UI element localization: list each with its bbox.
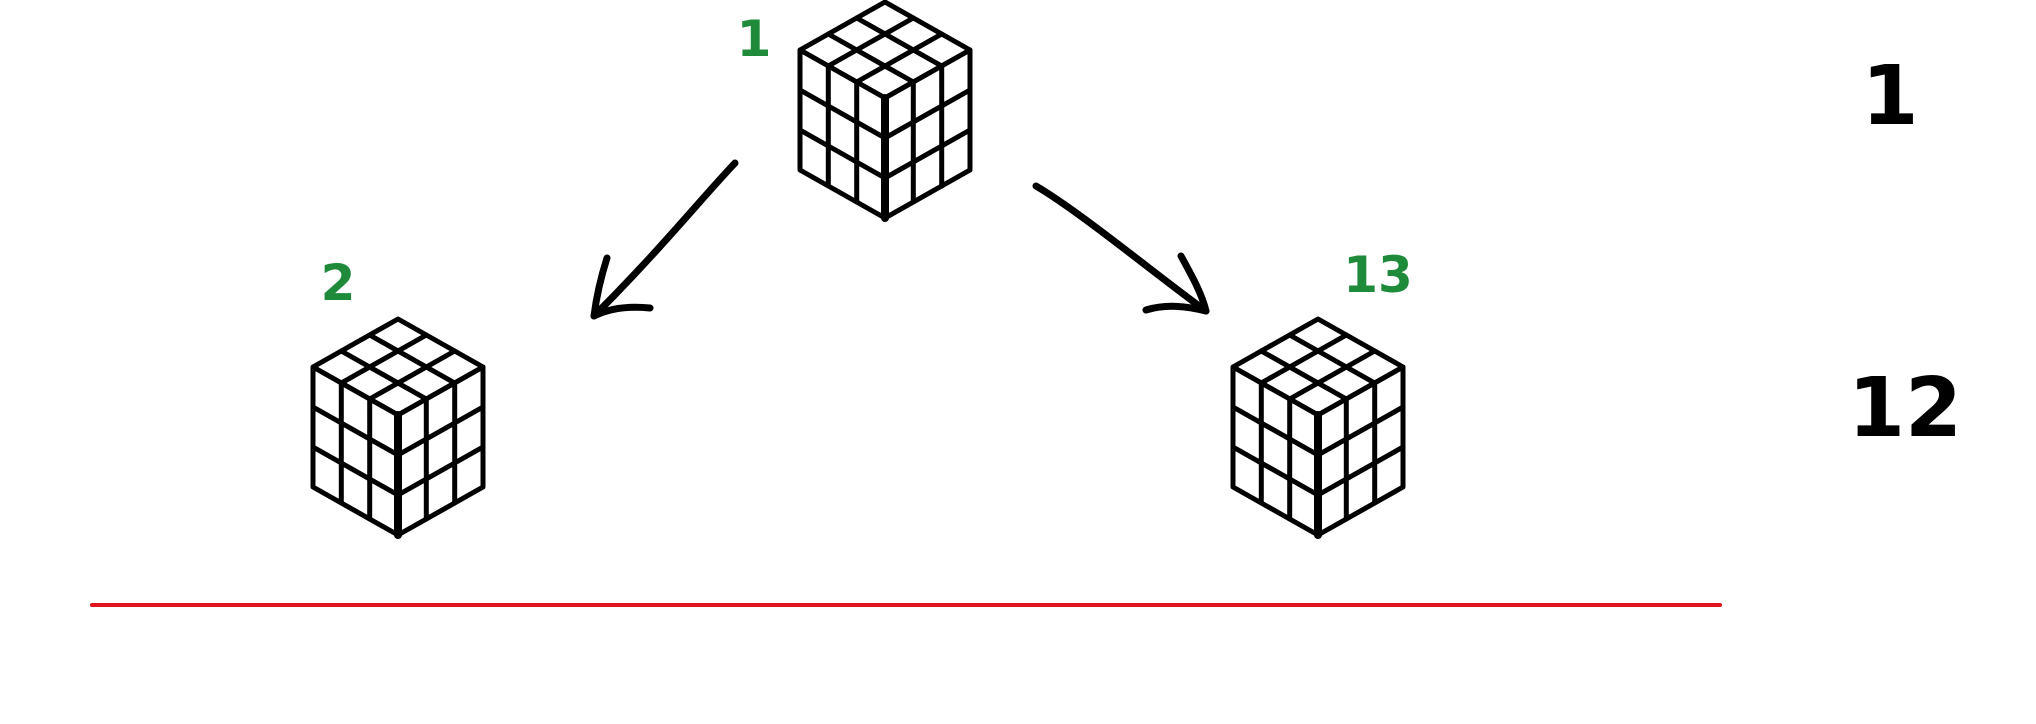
node-label-right-child: 13 [1343, 246, 1413, 304]
level-count-0: 1 [1861, 49, 1918, 144]
rubiks-cube-icon [1233, 319, 1403, 535]
node-label-root: 1 [737, 10, 772, 68]
rubiks-cube-icon [800, 2, 970, 218]
level-count-1: 12 [1848, 361, 1962, 456]
rubiks-cube-icon [313, 319, 483, 535]
arrow-root-to-left [590, 159, 739, 320]
node-label-left-child: 2 [321, 254, 356, 312]
arrow-root-to-right [1032, 182, 1210, 315]
